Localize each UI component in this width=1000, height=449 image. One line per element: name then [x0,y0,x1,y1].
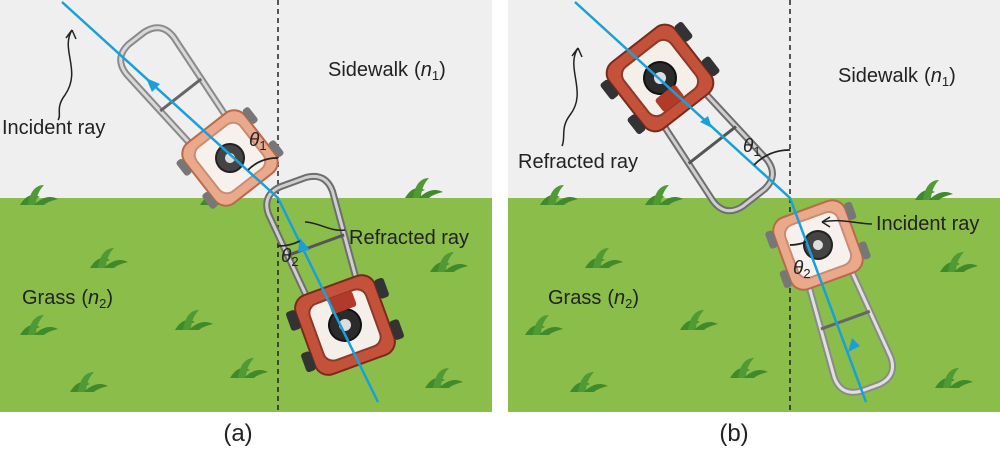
incident-ray-label-a: Incident ray [2,117,105,139]
arrow-head-icon [65,29,77,40]
light-ray-b [574,1,868,403]
sidewalk-label-a: Sidewalk(n1) [328,59,446,83]
refracted-ray-label-b: Refracted ray [518,151,638,173]
incident-ray-label-b: Incident ray [876,213,979,235]
caption-a: (a) [223,420,252,447]
lawn-mower-icon [592,11,776,215]
angle-arc-2-b [789,241,807,246]
leader-line-refracted-b [561,47,579,147]
arrow-head-icon [700,116,712,128]
angle-arc-1-a [247,157,279,171]
sidewalk-label-b: Sidewalk(n1) [838,65,956,89]
angle-arc-2-a [277,240,301,247]
light-ray-a [61,1,380,403]
arrow-head-icon [848,338,860,352]
arrow-head-icon [298,238,310,252]
leader-line-refracted-a [304,221,346,231]
lawn-mower-icon [263,172,410,384]
leader-line-incident-a [57,29,73,121]
lawn-mower-icon [117,24,291,218]
lawn-mower-icon [760,192,897,396]
panel-b: Sidewalk(n1) Refracted ray θ1 Incident r… [508,0,1000,412]
caption-b: (b) [719,420,748,447]
angle-arc-1-b [753,149,791,166]
panel-a: Sidewalk(n1) Incident ray θ1 Refracted r… [0,0,492,412]
arrow-head-icon [571,47,583,58]
grass-label-b: Grass(n2) [548,287,639,311]
leader-line-incident-b [821,219,873,225]
arrow-head-icon [146,78,160,92]
grass-label-a: Grass(n2) [22,287,113,311]
refracted-ray-label-a: Refracted ray [349,227,469,249]
arrow-head-icon [821,216,831,228]
